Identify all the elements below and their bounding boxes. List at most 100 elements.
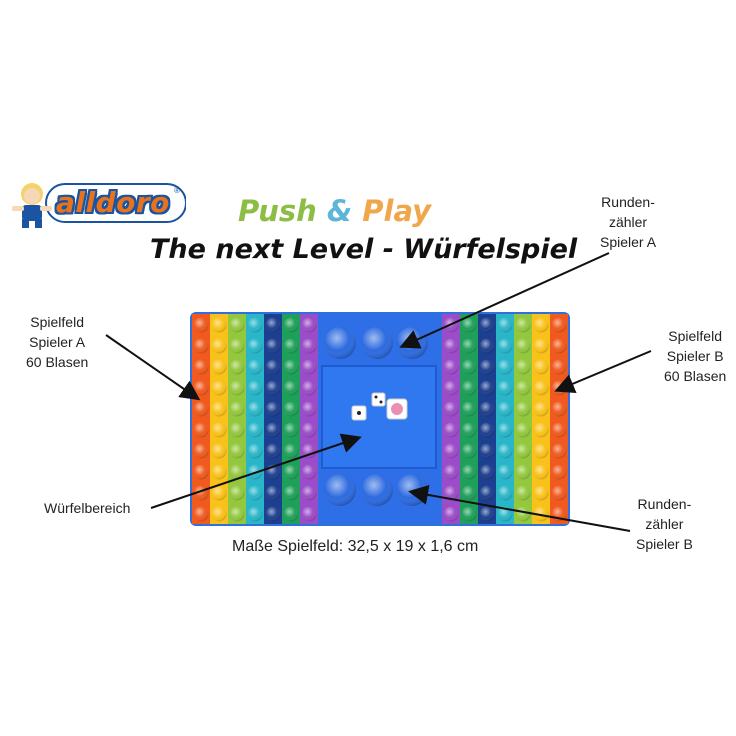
arrow-rundenzaehler-a (399, 252, 610, 349)
bubble-shade (479, 401, 495, 417)
bubble-shade (497, 464, 513, 480)
title-play: Play (362, 194, 432, 228)
bubble-shade (533, 506, 549, 522)
title-push: Push (238, 194, 317, 228)
bubble-shade (301, 338, 317, 354)
bubble-shade (211, 317, 227, 333)
bubble-shade (211, 422, 227, 438)
bubble-shade (479, 380, 495, 396)
bubble-shade (515, 422, 531, 438)
bubble-shade (229, 443, 245, 459)
bubble-shade (515, 506, 531, 522)
bubble-shade (247, 338, 263, 354)
bubble-shade (533, 401, 549, 417)
bubble-shade (479, 464, 495, 480)
bubble-shade (443, 464, 459, 480)
bubble-shade (265, 443, 281, 459)
bubble-shade (515, 401, 531, 417)
bubble-shade (283, 401, 299, 417)
bubble-shade (247, 506, 263, 522)
bubble-shade (247, 380, 263, 396)
bubble-shade (533, 338, 549, 354)
bubble-shade (515, 338, 531, 354)
bubble-shade (265, 485, 281, 501)
counter-a-shade (324, 327, 356, 359)
bubble-shade (229, 401, 245, 417)
bubble-shade (283, 338, 299, 354)
bubble-shade (443, 443, 459, 459)
bubble-shade (461, 506, 477, 522)
bubble-shade (479, 506, 495, 522)
bubble-shade (247, 359, 263, 375)
bubble-shade (551, 401, 567, 417)
bubble-shade (479, 485, 495, 501)
arrow-rundenzaehler-b (408, 484, 631, 532)
bubble-shade (515, 359, 531, 375)
title-subtitle: The next Level - Würfelspiel (150, 234, 578, 265)
bubble-shade (229, 338, 245, 354)
bubble-shade (461, 464, 477, 480)
counter-b-shade (396, 474, 428, 506)
bubble-shade (443, 485, 459, 501)
dice-area (321, 365, 437, 469)
arrow-wuerfelbereich (150, 433, 362, 509)
bubble-shade (533, 464, 549, 480)
bubble-shade (551, 338, 567, 354)
bubble-shade (443, 380, 459, 396)
bubble-shade (461, 380, 477, 396)
bubble-shade (443, 359, 459, 375)
bubble-shade (211, 359, 227, 375)
bubble-shade (551, 422, 567, 438)
arrow-spielfeld-a (105, 334, 201, 401)
bubble-shade (515, 380, 531, 396)
bubble-shade (229, 485, 245, 501)
bubble-shade (497, 422, 513, 438)
registered-mark: ® (174, 186, 180, 195)
title-amp: & (326, 194, 353, 228)
bubble-shade (551, 464, 567, 480)
bubble-shade (533, 380, 549, 396)
bubble-shade (479, 359, 495, 375)
bubble-shade (229, 464, 245, 480)
bubble-shade (229, 359, 245, 375)
bubble-shade (229, 380, 245, 396)
bubble-shade (229, 506, 245, 522)
bubble-shade (301, 485, 317, 501)
bubble-shade (301, 317, 317, 333)
bubble-shade (515, 485, 531, 501)
bubble-shade (301, 464, 317, 480)
bubble-shade (533, 422, 549, 438)
bubble-shade (283, 317, 299, 333)
bubble-shade (461, 422, 477, 438)
bubble-shade (533, 485, 549, 501)
bubble-shade (551, 485, 567, 501)
bubble-shade (193, 443, 209, 459)
bubble-shade (301, 506, 317, 522)
bubble-shade (265, 422, 281, 438)
bubble-shade (283, 380, 299, 396)
die-pip (374, 395, 378, 399)
bubble-shade (551, 359, 567, 375)
bubble-shade (265, 359, 281, 375)
bubble-shade (443, 422, 459, 438)
bubble-shade (211, 380, 227, 396)
bubble-shade (283, 359, 299, 375)
bubble-shade (193, 422, 209, 438)
bubble-shade (247, 485, 263, 501)
die-pip (357, 411, 361, 415)
bubble-shade (461, 338, 477, 354)
bubble-shade (247, 422, 263, 438)
bubble-shade (211, 338, 227, 354)
bubble-shade (193, 464, 209, 480)
bubble-shade (497, 485, 513, 501)
bubble-shade (193, 317, 209, 333)
bubble-shade (265, 380, 281, 396)
bubble-shade (247, 401, 263, 417)
bubble-shade (301, 443, 317, 459)
counter-a-shade (361, 327, 393, 359)
bubble-shade (533, 317, 549, 333)
bubble-shade (283, 464, 299, 480)
